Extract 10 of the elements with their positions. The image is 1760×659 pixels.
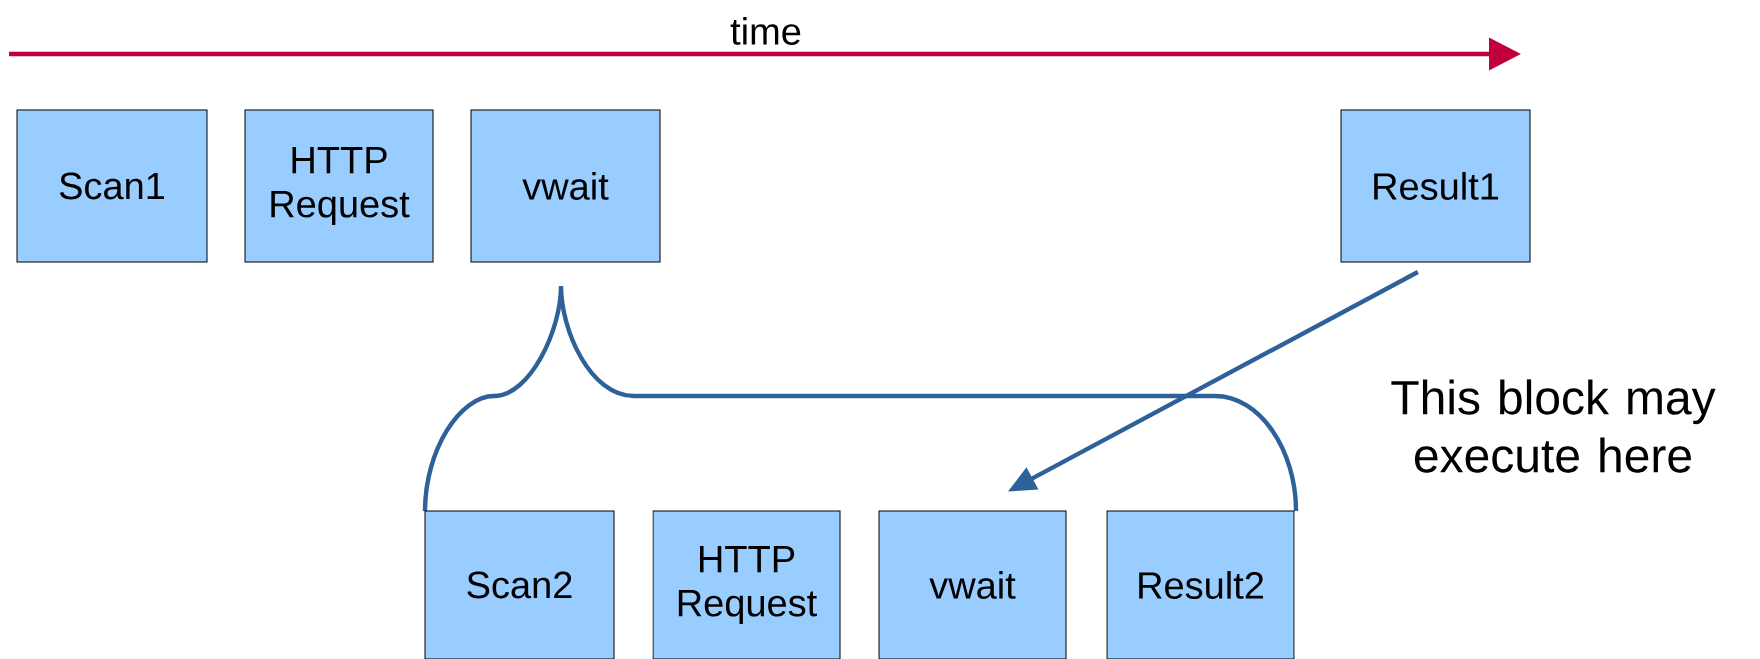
process-box: Result1	[1340, 109, 1531, 263]
process-box: Scan2	[424, 510, 615, 659]
process-box: HTTP Request	[244, 109, 434, 263]
axis-label: time	[730, 17, 801, 45]
process-box: vwait	[470, 109, 661, 263]
process-box: vwait	[878, 510, 1067, 659]
process-box: HTTP Request	[652, 510, 841, 659]
process-box: Scan1	[16, 109, 208, 263]
process-box: Result2	[1106, 510, 1295, 659]
note-text: This block may execute here	[1391, 379, 1716, 473]
